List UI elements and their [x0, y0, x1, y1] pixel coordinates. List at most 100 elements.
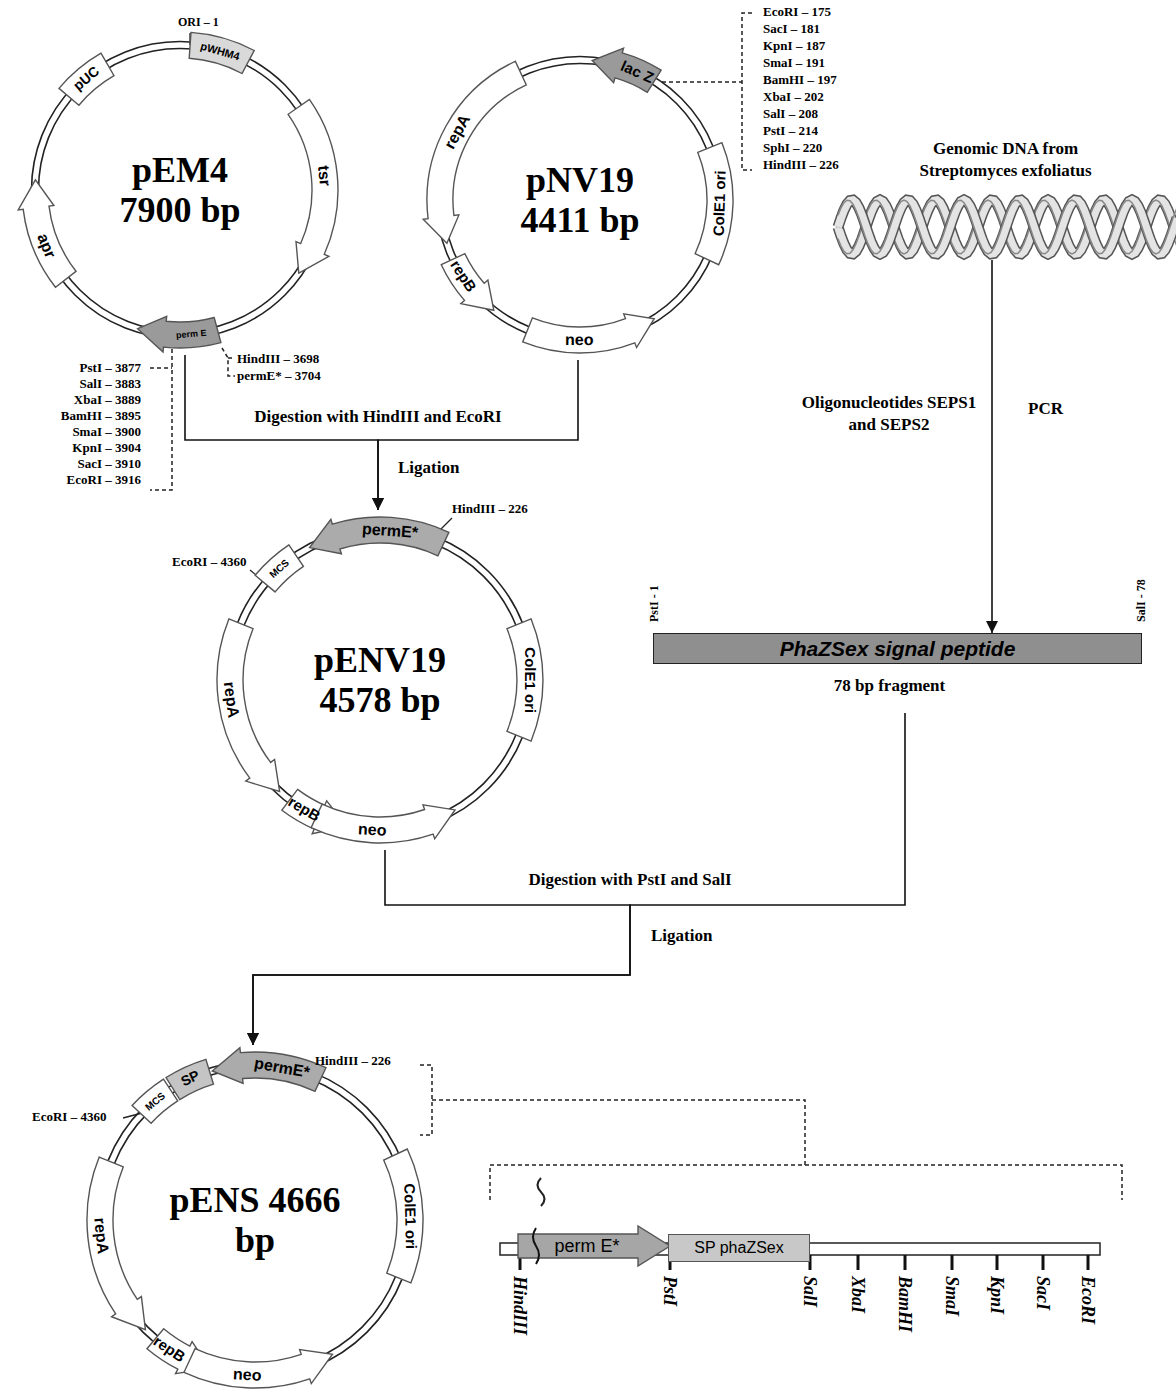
process-arrow — [991, 260, 993, 633]
gene-feature: repA — [90, 1217, 111, 1255]
annotation: SalI – 3883 — [80, 377, 141, 392]
gene-arrow — [59, 53, 114, 105]
site-name: BamHI — [895, 1276, 916, 1332]
map-feature: perm E* — [518, 1226, 670, 1266]
plasmid-name: pENS 4666 bp — [168, 1180, 343, 1261]
gene-label: perm E — [176, 328, 207, 340]
plasmid-name: pNV19 4411 bp — [493, 160, 668, 241]
helix-strand — [838, 200, 1176, 254]
leader-line — [440, 518, 452, 530]
feature-label: SP phaZSex — [694, 1239, 784, 1257]
dashed-bracket — [420, 1065, 1122, 1200]
site-name: SmaI — [942, 1276, 963, 1316]
site-name: EcoRI — [1078, 1276, 1099, 1324]
gene-arrow — [441, 254, 494, 311]
annotation: PstI – 214 — [763, 124, 818, 139]
annotation: XbaI – 3889 — [74, 393, 141, 408]
annotation: EcoRI – 3916 — [67, 473, 141, 488]
site-tick — [996, 1255, 999, 1270]
gene-arrow — [217, 619, 280, 792]
annotation: HindIII – 226 — [315, 1054, 391, 1069]
process-arrow — [378, 360, 578, 510]
annotation: SphI – 220 — [763, 141, 822, 156]
annotation: EcoRI – 4360 — [32, 1110, 106, 1125]
annotation: SalI - 78 — [1135, 579, 1149, 622]
plasmid-ring — [104, 1069, 407, 1372]
gene-arrow — [310, 517, 449, 556]
gene-feature: neo — [564, 331, 593, 349]
fragment-bar: PhaZSex signal peptide — [653, 633, 1142, 664]
site-tick — [1087, 1255, 1090, 1270]
fragment-label: PhaZSex signal peptide — [780, 637, 1016, 661]
dashed-bracket — [222, 348, 235, 376]
annotation: XbaI – 202 — [763, 90, 824, 105]
site-tick — [1042, 1255, 1045, 1270]
gene-feature: ColE1 ori — [401, 1183, 419, 1249]
plasmid-map: pEM4 7900 bppWHM4pUCaprtsrperm E — [15, 25, 345, 355]
plasmid-map: pNV19 4411 bplac ZrepArepBneoColE1 ori — [420, 40, 740, 360]
annotation: KpnI – 3904 — [72, 441, 141, 456]
annotation: BamHI – 197 — [763, 73, 837, 88]
gene-arrow — [87, 1157, 145, 1330]
dashed-bracket — [662, 13, 752, 170]
annotation: Ligation — [651, 926, 712, 946]
annotation: SalI – 208 — [763, 107, 818, 122]
annotation: EcoRI – 4360 — [172, 555, 246, 570]
break-mark — [538, 1178, 545, 1206]
site-tick — [951, 1255, 954, 1270]
annotation: HindIII – 226 — [763, 158, 839, 173]
promoter-arrow — [518, 1226, 670, 1266]
map-feature: SP phaZSex — [668, 1234, 810, 1262]
helix-strand — [838, 200, 1176, 254]
process-arrow — [253, 713, 905, 1045]
gene-arrow — [507, 619, 543, 741]
site-name: SalI — [800, 1276, 821, 1307]
gene-arrow — [288, 99, 338, 273]
annotation: PstI - 1 — [648, 585, 662, 622]
gene-arrow — [523, 314, 655, 353]
gene-arrow — [189, 32, 254, 73]
helix-strand — [838, 200, 1176, 254]
helix-strand — [838, 200, 1176, 254]
plasmid-name: pENV19 4578 bp — [293, 640, 468, 721]
helix-strand — [838, 200, 1176, 254]
site-name: SacI — [1033, 1276, 1054, 1310]
gene-arrow — [384, 1149, 423, 1283]
annotation: SacI – 3910 — [77, 457, 141, 472]
gene-arrow — [132, 1079, 178, 1123]
gene-arrow — [695, 143, 733, 265]
site-tick — [904, 1255, 907, 1270]
annotation: BamHI – 3895 — [61, 409, 141, 424]
site-name: PstI — [660, 1276, 681, 1306]
site-tick — [857, 1255, 860, 1270]
annotation: Oligonucleotides SEPS1 and SEPS2 — [799, 392, 979, 436]
gene-label: ColE1 ori — [522, 647, 539, 713]
annotation: PstI – 3877 — [80, 361, 141, 376]
annotation: Ligation — [398, 458, 459, 478]
site-name: HindIII — [510, 1276, 531, 1335]
annotation: SmaI – 3900 — [72, 425, 141, 440]
break-mark — [533, 1228, 539, 1264]
plasmid-ring — [32, 42, 329, 339]
site-name: KpnI — [987, 1276, 1008, 1314]
annotation: KpnI – 187 — [763, 39, 825, 54]
gene-feature: neo — [357, 820, 386, 839]
plasmid-map: pENV19 4578 bppermE*MCSrepArepBneoColE1 … — [210, 510, 550, 850]
gene-arrow — [138, 316, 221, 352]
gene-feature: ColE1 ori — [711, 171, 729, 237]
gene-label: ColE1 ori — [401, 1183, 419, 1249]
plasmid-ring — [39, 49, 322, 332]
gene-feature: neo — [232, 1365, 261, 1384]
gene-arrow — [184, 1349, 333, 1388]
pcr-fragment: PhaZSex signal peptide78 bp fragment — [653, 633, 1142, 713]
gene-label: neo — [564, 331, 593, 349]
dna-helix — [838, 200, 1176, 254]
process-arrow — [185, 355, 378, 510]
annotation: HindIII – 3698 — [237, 352, 319, 367]
dashed-bracket — [150, 349, 172, 490]
annotation: Digestion with PstI and SalI — [528, 870, 731, 890]
gene-label: repA — [90, 1217, 111, 1255]
annotation: SmaI – 191 — [763, 56, 825, 71]
gene-arrow — [18, 180, 76, 287]
gene-arrow — [311, 804, 455, 843]
